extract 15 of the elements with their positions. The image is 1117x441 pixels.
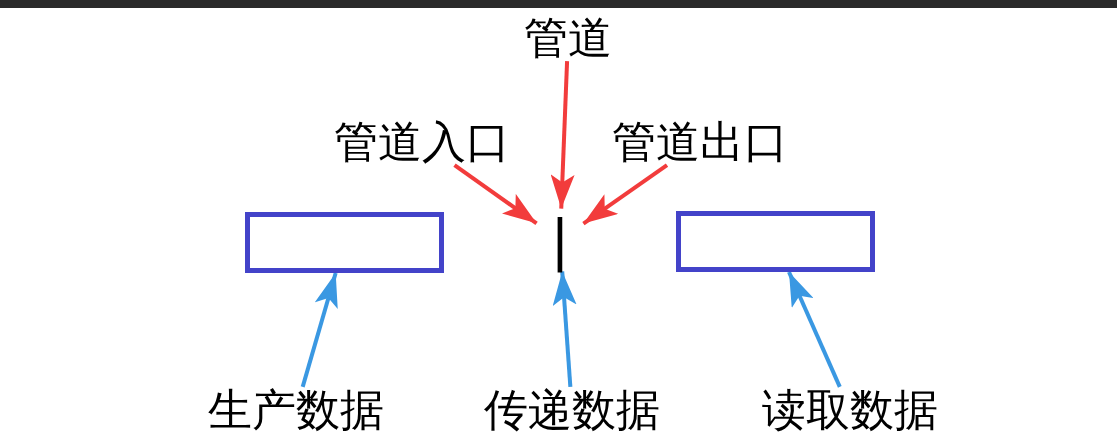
label-text: 管道入口 — [334, 118, 510, 166]
empty-box — [676, 211, 875, 272]
label-text: 管道出口 — [612, 118, 788, 166]
pipe-symbol: | — [536, 208, 584, 272]
arrow — [582, 163, 669, 226]
label-text: 传递数据 — [484, 386, 660, 434]
arrow — [453, 163, 538, 225]
arrow — [552, 271, 577, 388]
label-text: 管道 — [524, 14, 612, 62]
empty-box — [245, 212, 444, 273]
label-text: 生产数据 — [208, 386, 384, 434]
arrow — [787, 271, 842, 388]
arrow — [300, 272, 338, 388]
label-text: 读取数据 — [762, 386, 938, 434]
arrow — [550, 61, 575, 209]
